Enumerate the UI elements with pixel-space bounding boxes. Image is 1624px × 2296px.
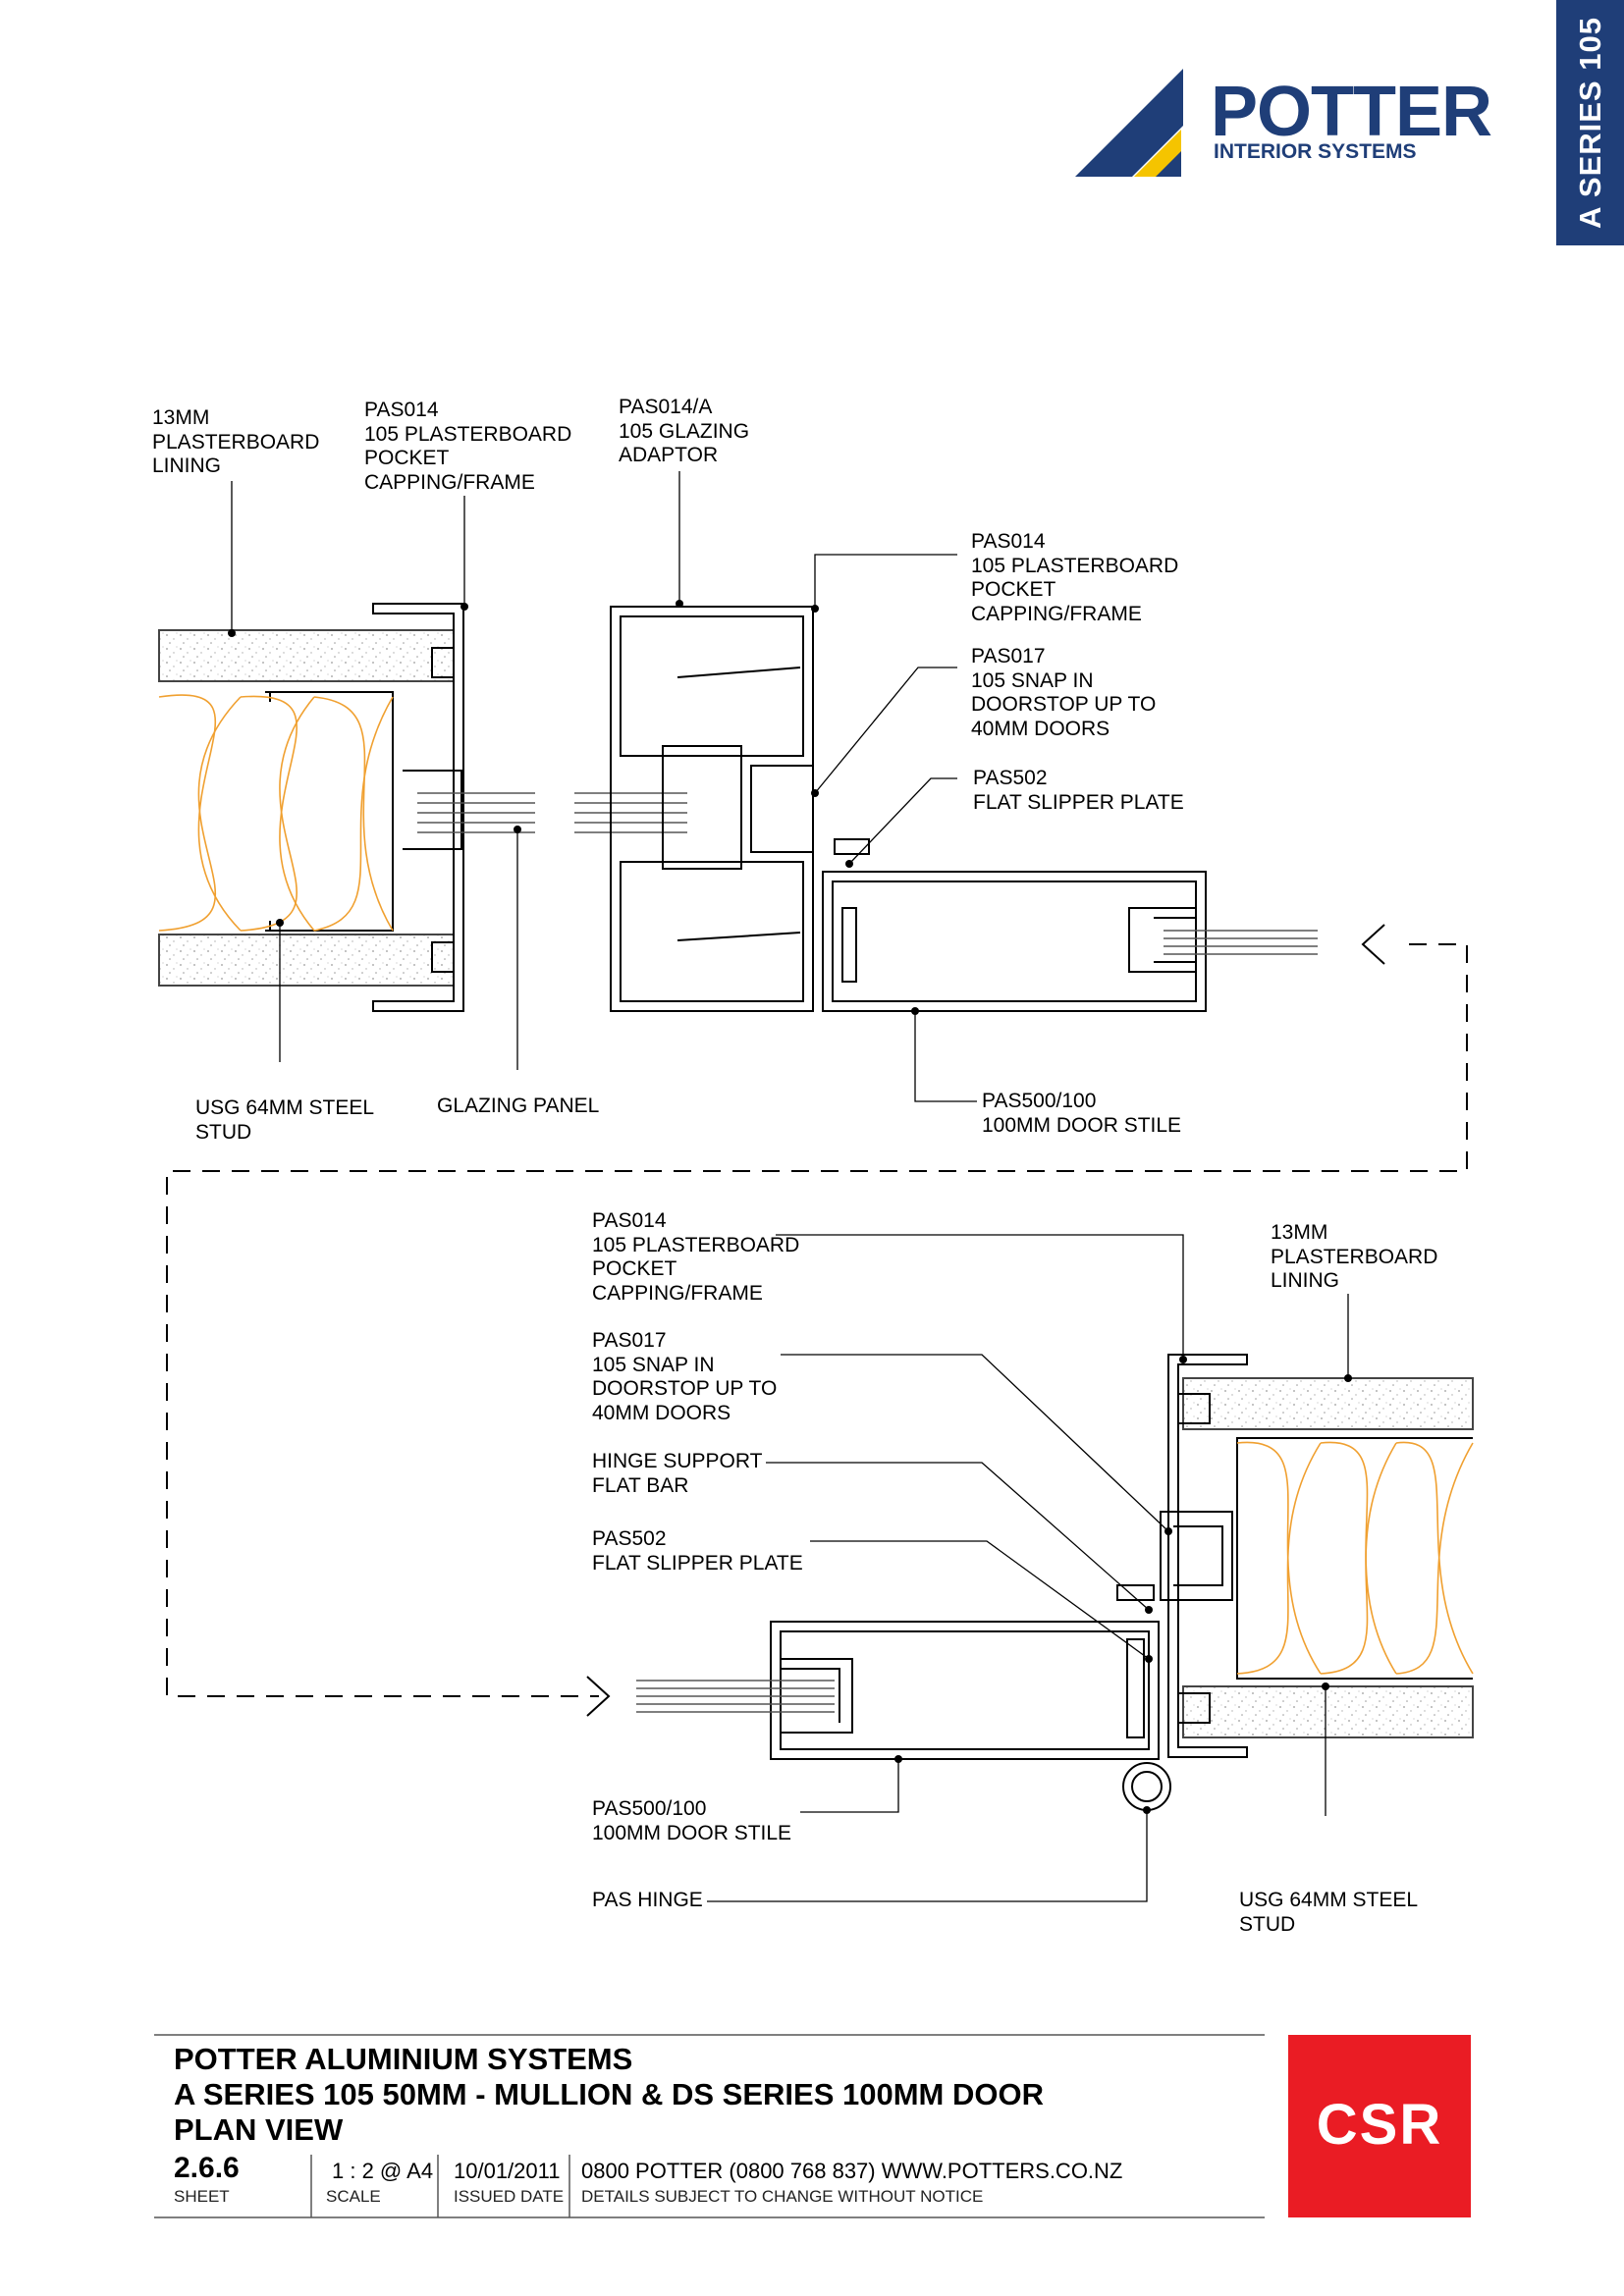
plasterboard-lining-top [158,629,455,682]
title-block-rules [154,2034,1265,2218]
door-glazing-bottom [636,1680,835,1713]
pas014-left-frame [372,603,464,1012]
pas-hinge [1122,1762,1171,1811]
glazing-panel-right [574,792,687,833]
label-pas500-bottom: PAS500/100 100MM DOOR STILE [592,1797,792,1844]
label-pas014-right: PAS014 105 PLASTERBOARD POCKET CAPPING/F… [971,530,1179,625]
series-tab: A SERIES 105 [1556,0,1624,245]
label-pas014-bottom: PAS014 105 PLASTERBOARD POCKET CAPPING/F… [592,1209,800,1305]
company-name: POTTER ALUMINIUM SYSTEMS [174,2042,633,2076]
insulation [158,694,394,932]
scale-caption: SCALE [326,2187,381,2206]
pas500-door-stile [822,871,1207,1012]
sheet-caption: SHEET [174,2187,230,2206]
logo-subtitle: INTERIOR SYSTEMS [1214,140,1417,163]
bottom-leader-lines [707,1234,1349,1902]
top-detail [158,471,1318,1102]
pas014a-glazing-adaptor [610,606,814,1012]
label-pas017-top: PAS017 105 SNAP IN DOORSTOP UP TO 40MM D… [971,645,1157,740]
door-glazing-top [1164,930,1318,955]
insulation-b [1236,1441,1474,1675]
drawing-title: A SERIES 105 50MM - MULLION & DS SERIES … [174,2077,1044,2111]
contact-line: 0800 POTTER (0800 768 837) WWW.POTTERS.C… [581,2159,1123,2183]
label-pas502-bottom: PAS502 FLAT SLIPPER PLATE [592,1527,803,1575]
issued-caption: ISSUED DATE [454,2187,565,2206]
csr-logo: CSR [1288,2035,1471,2217]
label-pas500-top: PAS500/100 100MM DOOR STILE [982,1090,1182,1137]
view-name: PLAN VIEW [174,2112,344,2147]
plasterboard-lining-bottom [158,934,455,987]
plasterboard-lining-bottom-b [1182,1685,1474,1738]
label-plasterboard-lining-bottom: 13MM PLASTERBOARD LINING [1271,1221,1438,1292]
csr-logo-text: CSR [1316,2093,1443,2158]
label-steel-stud-bottom: USG 64MM STEEL STUD [1239,1889,1419,1936]
label-hinge-support: HINGE SUPPORT FLAT BAR [592,1450,763,1497]
bottom-detail [636,1234,1474,1902]
issued-date: 10/01/2011 [454,2159,561,2183]
logo-wordmark: POTTER [1211,73,1492,151]
label-pas014a: PAS014/A 105 GLAZING ADAPTOR [619,396,750,466]
plasterboard-lining-top-b [1182,1377,1474,1430]
sheet-number: 2.6.6 [174,2152,240,2184]
label-plasterboard-lining-top: 13MM PLASTERBOARD LINING [152,406,320,477]
label-steel-stud-top: USG 64MM STEEL STUD [195,1096,375,1144]
disclaimer: DETAILS SUBJECT TO CHANGE WITHOUT NOTICE [581,2187,984,2206]
potter-logo-icon [1075,69,1183,177]
steel-stud [265,691,394,932]
label-glazing-panel: GLAZING PANEL [437,1095,600,1117]
label-pas014-left: PAS014 105 PLASTERBOARD POCKET CAPPING/F… [364,399,572,494]
flow-connector [166,943,1468,1697]
pas500-door-stile-b [770,1621,1160,1760]
label-pas-hinge: PAS HINGE [592,1889,703,1911]
pas014-frame-b [1167,1354,1248,1758]
scale-value: 1 : 2 @ A4 [332,2159,434,2183]
pas017-doorstop-b [1160,1511,1233,1601]
steel-stud-b [1236,1437,1473,1680]
label-pas017-bottom: PAS017 105 SNAP IN DOORSTOP UP TO 40MM D… [592,1329,778,1424]
top-leader-lines [231,471,977,1102]
label-pas502-top: PAS502 FLAT SLIPPER PLATE [973,767,1184,814]
